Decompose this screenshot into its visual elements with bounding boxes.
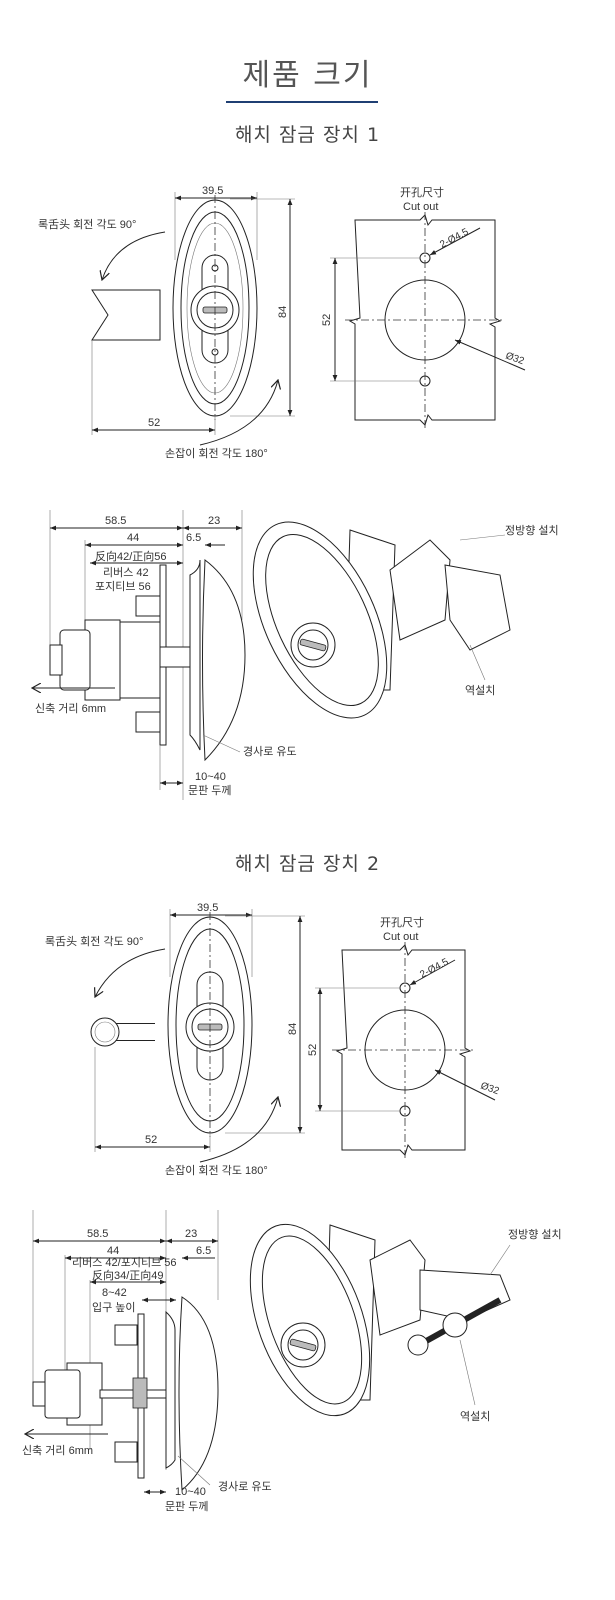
travel-label: 신축 거리 6mm xyxy=(35,702,106,715)
dim-reverse: 리버스 42 xyxy=(103,566,149,579)
dim-body: 44 xyxy=(127,532,139,544)
section-1-title: 해치 잠금 장치 1 xyxy=(234,124,381,146)
side-view-2: 58.5 23 44 6.5 리버스 42/포지티브 56 反向34/正向49 … xyxy=(22,1210,272,1513)
dim-knob: 23 xyxy=(208,515,220,527)
dim-grip: 8~42 xyxy=(102,1287,127,1299)
dim-width: 39.5 xyxy=(197,902,218,914)
travel-label: 신축 거리 6mm xyxy=(22,1444,93,1457)
door-label: 문판 두께 xyxy=(165,1500,209,1513)
cutout-title-en: Cut out xyxy=(383,931,418,943)
cutout-spacing: 52 xyxy=(321,314,333,326)
section-1-drawings: 39.5 84 52 록舌头 회전 각도 90° 손잡이 회전 각도 180° … xyxy=(32,185,559,800)
door-range: 10~40 xyxy=(175,1486,206,1498)
iso-handle xyxy=(252,521,388,719)
dim-total: 58.5 xyxy=(105,515,126,527)
cutout-title-en: Cut out xyxy=(403,201,438,213)
iso-view-1: 정방향 설치 역설치 xyxy=(252,521,559,719)
cutout-title-cn: 开孔尺寸 xyxy=(400,185,444,199)
dim-throw: 52 xyxy=(145,1134,157,1146)
dim-flange: 6.5 xyxy=(196,1245,211,1257)
dim-total: 58.5 xyxy=(87,1228,108,1240)
dim-knob: 23 xyxy=(185,1228,197,1240)
handle-rotation-label: 손잡이 회전 각도 180° xyxy=(165,447,268,460)
dim-range-cn: 反向42/正向56 xyxy=(95,549,167,563)
tongue-rotation-label: 록舌头 회전 각도 90° xyxy=(38,218,136,231)
grip-label: 입구 높이 xyxy=(92,1301,136,1314)
forward-install-label: 정방향 설치 xyxy=(505,524,559,537)
front-view-2: 39.5 84 52 록舌头 회전 각도 90° 손잡이 회전 각도 180° xyxy=(45,902,305,1177)
cutout-spacing: 52 xyxy=(307,1044,319,1056)
cutout-diameter: Ø32 xyxy=(504,350,526,367)
section-2-title: 해치 잠금 장치 2 xyxy=(234,853,381,875)
dim-positive: 포지티브 56 xyxy=(95,580,151,593)
dim-width: 39.5 xyxy=(202,185,223,197)
cutout-holes: 2-Ø4.5 xyxy=(418,956,451,980)
handle-rotation-label: 손잡이 회전 각도 180° xyxy=(165,1164,268,1177)
latch-tongue xyxy=(91,289,161,341)
cutout-title-cn: 开孔尺寸 xyxy=(380,915,424,929)
iso-handle xyxy=(249,1223,371,1417)
cutout-2: 开孔尺寸 Cut out 52 2-Ø4.5 Ø32 xyxy=(307,915,501,1158)
cutout-1: 开孔尺寸 Cut out 52 2-Ø4.5 Ø32 xyxy=(321,185,526,428)
dim-flange: 6.5 xyxy=(186,532,201,544)
cutout-holes: 2-Ø4.5 xyxy=(438,226,471,250)
dim-body: 44 xyxy=(107,1245,119,1257)
page-title: 제품 크기 xyxy=(242,58,373,93)
reverse-install-label: 역설치 xyxy=(460,1410,490,1423)
side-knob xyxy=(202,559,246,762)
dim-throw: 52 xyxy=(148,417,160,429)
ramp-label: 경사로 유도 xyxy=(243,745,297,758)
door-range: 10~40 xyxy=(195,771,226,783)
dim-range-kr: 리버스 42/포지티브 56 xyxy=(72,1256,176,1269)
side-knob xyxy=(178,1296,219,1492)
title-underline xyxy=(226,101,378,103)
forward-install-label: 정방향 설치 xyxy=(508,1228,562,1241)
ramp-label: 경사로 유도 xyxy=(218,1480,272,1493)
front-view-1: 39.5 84 52 록舌头 회전 각도 90° 손잡이 회전 각도 180° xyxy=(38,185,295,460)
tongue-rotation-label: 록舌头 회전 각도 90° xyxy=(45,935,143,948)
side-view-1: 58.5 23 44 6.5 反向42/正向56 리버스 42 포지티브 56 … xyxy=(32,510,297,800)
dim-height: 84 xyxy=(277,306,289,318)
cutout-diameter: Ø32 xyxy=(479,1080,501,1097)
reverse-install-label: 역설치 xyxy=(465,684,495,697)
iso-view-2: 정방향 설치 역설치 xyxy=(249,1223,562,1423)
door-label: 문판 두께 xyxy=(188,784,232,797)
dim-height: 84 xyxy=(287,1023,299,1035)
section-2-drawings: 39.5 84 52 록舌头 회전 각도 90° 손잡이 회전 각도 180° … xyxy=(22,902,562,1513)
dim-range-cn: 反向34/正向49 xyxy=(92,1268,164,1282)
